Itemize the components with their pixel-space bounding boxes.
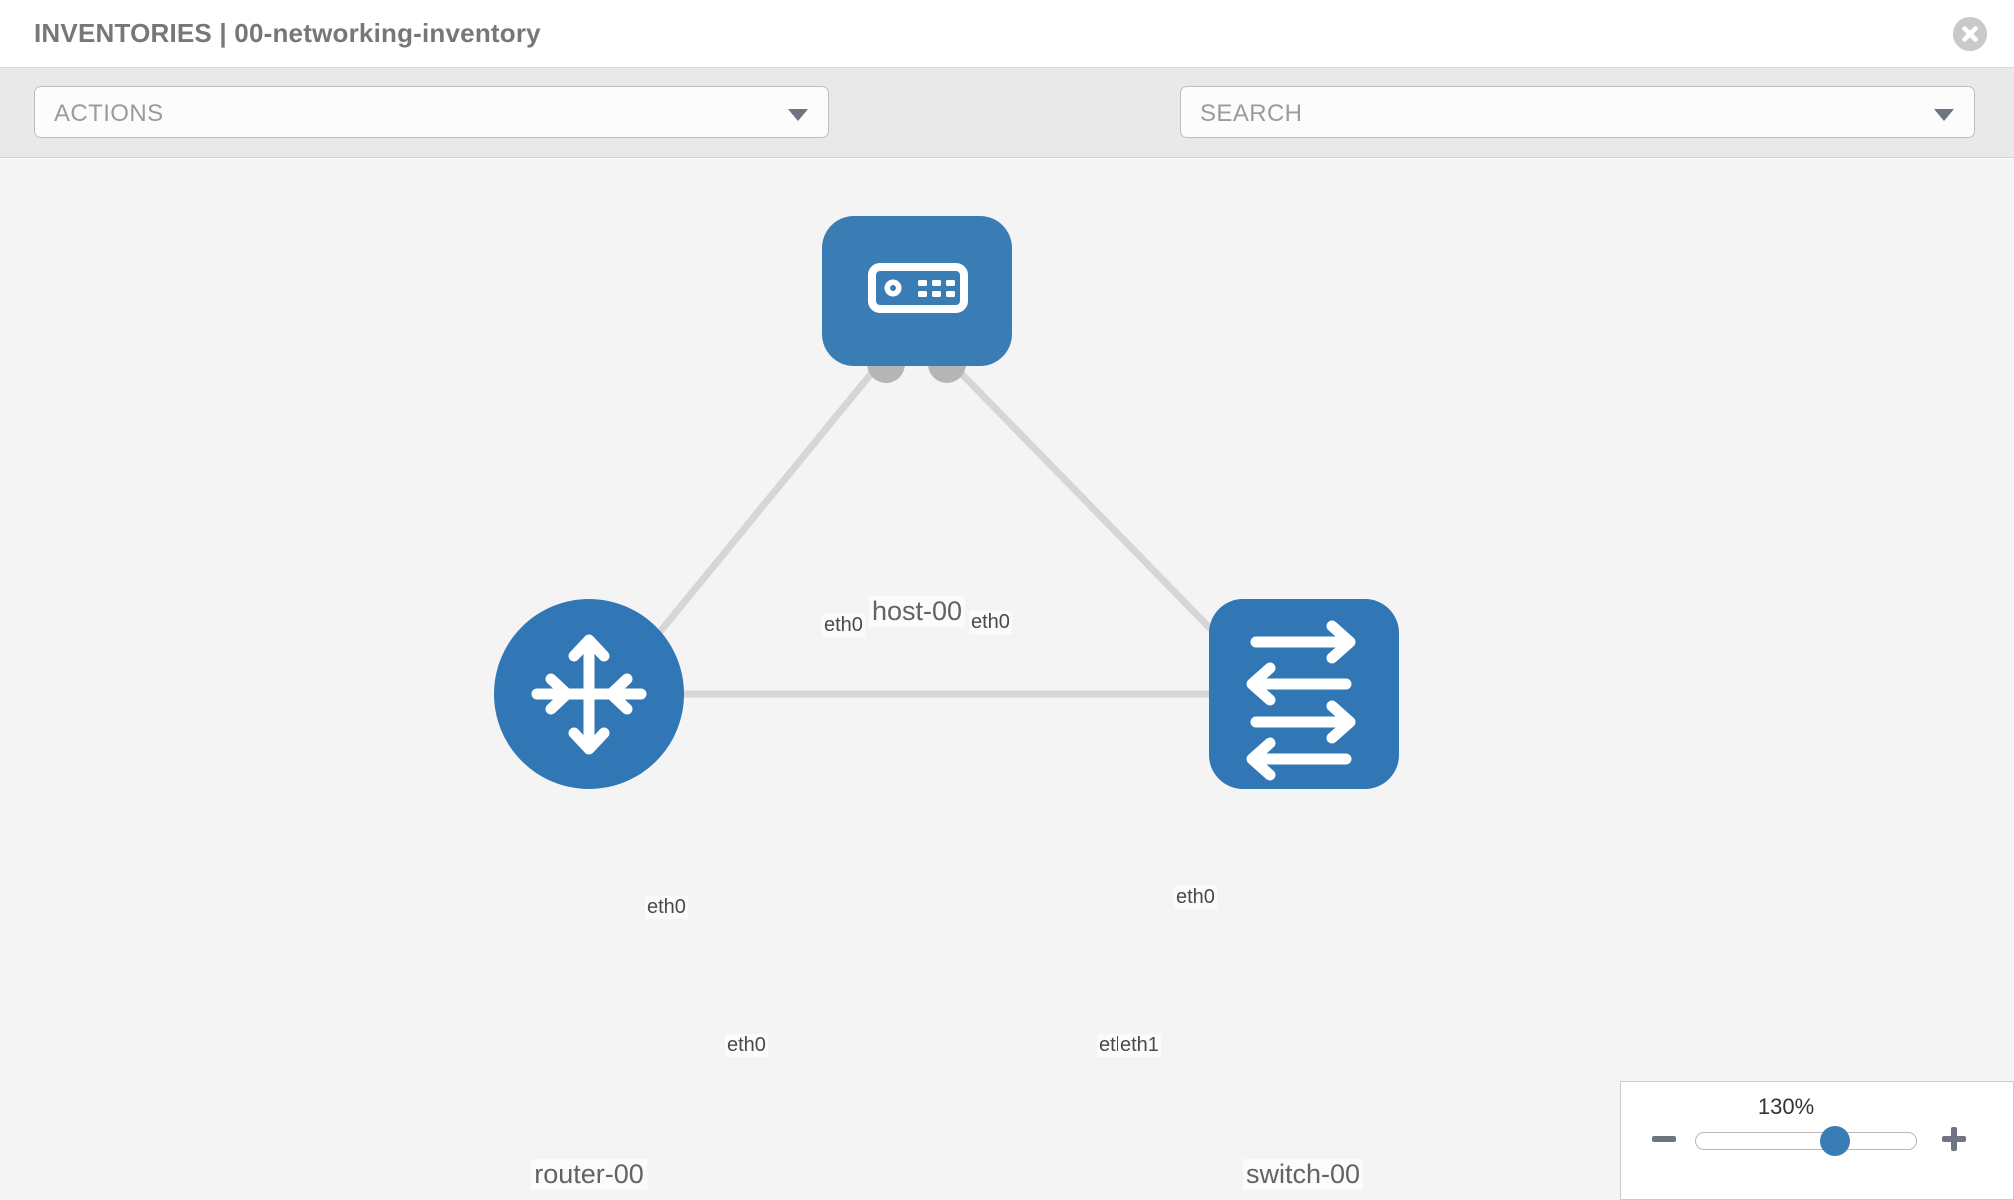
topology-ports [622, 345, 1277, 713]
node-label-switch-00: switch-00 [1242, 1159, 1364, 1190]
topology-canvas[interactable]: host-00 router-00 switch-00 eth0 eth0 et… [0, 159, 2014, 1200]
link-host-switch[interactable] [949, 361, 1243, 662]
node-host-00[interactable] [822, 216, 1012, 366]
search-input[interactable]: SEARCH [1180, 86, 1975, 138]
topology-links [602, 361, 1260, 702]
zoom-level-value: 130% [1757, 1094, 1815, 1119]
node-router-00[interactable] [494, 599, 684, 789]
zoom-control-panel: 130% [1620, 1081, 2014, 1200]
zoom-slider-thumb[interactable] [1819, 1126, 1850, 1156]
node-label-host-00: host-00 [868, 596, 966, 627]
close-button[interactable] [1953, 17, 1987, 51]
zoom-in-button[interactable] [1939, 1124, 1969, 1154]
router-icon [531, 634, 647, 755]
server-icon [868, 263, 968, 313]
chevron-down-icon [1934, 109, 1954, 121]
port-label: eth0 [1174, 886, 1217, 909]
page-title: INVENTORIES | 00-networking-inventory [34, 18, 541, 48]
zoom-out-button[interactable] [1649, 1124, 1679, 1154]
search-input-label: SEARCH [1200, 100, 1303, 127]
close-circle-icon [1953, 17, 1987, 51]
window-header: INVENTORIES | 00-networking-inventory [0, 0, 2014, 68]
chevron-down-icon [788, 109, 808, 121]
plus-icon [1942, 1127, 1966, 1151]
switch-icon [1246, 620, 1356, 781]
toolbar: ACTIONS SEARCH [0, 68, 2014, 197]
node-switch-00[interactable] [1209, 599, 1399, 789]
node-label-router-00: router-00 [531, 1159, 647, 1190]
minus-icon [1652, 1136, 1676, 1142]
port-label: eth0 [645, 896, 688, 919]
zoom-slider-track[interactable] [1695, 1132, 1917, 1150]
port-label: eth0 [725, 1034, 768, 1057]
port-label: eth0 [822, 614, 865, 637]
topology-graph [494, 216, 1399, 789]
actions-dropdown[interactable]: ACTIONS [34, 86, 829, 138]
actions-dropdown-label: ACTIONS [54, 100, 164, 127]
port-label: eth0 [969, 611, 1012, 634]
port-label: eth1 [1118, 1034, 1161, 1057]
